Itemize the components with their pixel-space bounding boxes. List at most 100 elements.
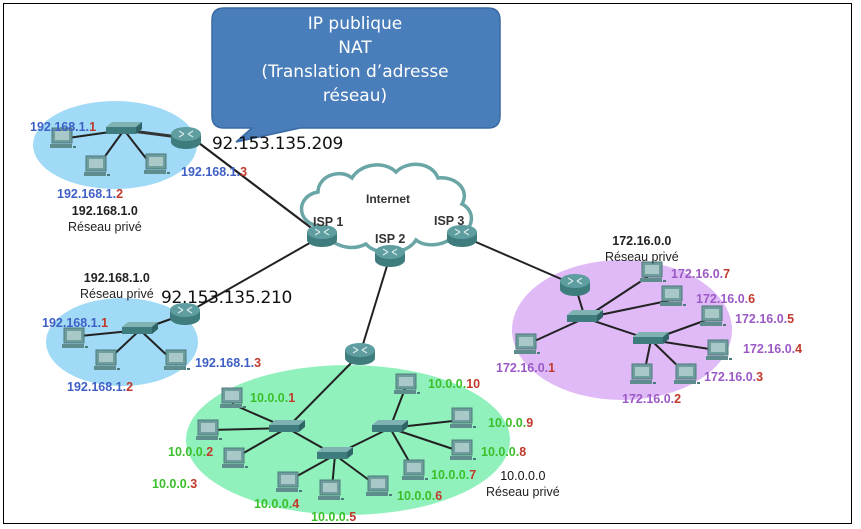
isp-label: ISP 3 xyxy=(434,214,465,228)
host-ip-label: 10.0.0.9 xyxy=(488,416,534,430)
computer-icon xyxy=(222,447,248,468)
pc-mouse xyxy=(473,458,476,460)
host-ip-label: 10.0.0.2 xyxy=(168,445,214,459)
switch-body xyxy=(122,327,152,334)
pc-mouse xyxy=(473,426,476,428)
host-ip-label: 10.0.0.10 xyxy=(428,377,481,391)
switch-top xyxy=(567,310,603,315)
router-top xyxy=(171,127,201,141)
callout-line: (Translation d’adresse xyxy=(261,62,449,82)
computer-icon xyxy=(450,439,476,460)
computer-icon xyxy=(220,387,246,408)
router-arrows xyxy=(178,130,194,138)
pc-base xyxy=(84,172,106,176)
network-type: Réseau privé xyxy=(80,287,154,301)
router-top xyxy=(307,225,337,239)
switch-side xyxy=(597,310,603,322)
switch-body xyxy=(269,425,299,432)
network-address: 192.168.1.0 xyxy=(83,271,150,285)
computer-icon xyxy=(164,349,190,370)
pc-mouse xyxy=(117,368,120,370)
pc-base xyxy=(50,144,72,148)
pc-base xyxy=(450,456,472,460)
router-icon xyxy=(560,274,590,296)
pc-base xyxy=(402,476,424,480)
router-arrows xyxy=(567,277,583,285)
switch-top xyxy=(269,420,305,425)
switch-icon xyxy=(372,420,408,432)
switch-top xyxy=(122,322,158,327)
router-icon xyxy=(170,303,200,325)
pc-base xyxy=(394,390,416,394)
isp-label: ISP 1 xyxy=(313,215,344,229)
switch-icon xyxy=(269,420,305,432)
switch-top xyxy=(106,122,142,127)
switch-body xyxy=(633,337,663,344)
network-zone xyxy=(186,365,510,515)
router-icon xyxy=(447,225,477,247)
pc-mouse xyxy=(167,172,170,174)
pc-mouse xyxy=(653,382,656,384)
pc-screen xyxy=(227,451,241,460)
pc-screen xyxy=(665,289,679,298)
switch-side xyxy=(152,322,158,334)
host-ip-label: 192.168.1.3 xyxy=(181,165,248,179)
switch-icon xyxy=(106,122,142,134)
pc-mouse xyxy=(341,498,344,500)
pc-base xyxy=(94,366,116,370)
pc-screen xyxy=(455,443,469,452)
computer-icon xyxy=(144,153,170,174)
network-label: 172.16.0.0 Réseau privé xyxy=(605,233,679,265)
computer-icon xyxy=(450,407,476,428)
pc-mouse xyxy=(219,438,222,440)
pc-base xyxy=(62,344,84,348)
callout-line: IP publique xyxy=(307,14,403,34)
callout-line: NAT xyxy=(338,38,372,58)
pc-screen xyxy=(407,463,421,472)
pc-screen xyxy=(679,367,693,376)
router-arrows xyxy=(382,248,398,256)
switch-body xyxy=(106,127,136,134)
router-arrows xyxy=(454,228,470,236)
pc-base xyxy=(514,350,536,354)
host-ip-label: 10.0.0.7 xyxy=(431,468,477,482)
public-ip-label: 92.153.135.210 xyxy=(161,288,292,308)
computer-icon xyxy=(62,327,88,348)
switch-top xyxy=(372,420,408,425)
host-ip-label: 172.16.0.7 xyxy=(671,267,731,281)
host-ip-label: 192.168.1.2 xyxy=(57,187,124,201)
pc-mouse xyxy=(729,358,732,360)
router-top xyxy=(447,225,477,239)
computer-icon xyxy=(196,419,222,440)
switch-side xyxy=(136,122,142,134)
pc-mouse xyxy=(537,352,540,354)
pc-base xyxy=(164,366,186,370)
pc-screen xyxy=(371,479,385,488)
network-label: 192.168.1.0 Réseau privé xyxy=(68,203,142,235)
host-ip-label: 192.168.1.3 xyxy=(195,356,262,370)
router-arrows xyxy=(177,306,193,314)
router-arrows xyxy=(314,228,330,236)
switch-side xyxy=(299,420,305,432)
router-icon xyxy=(171,127,201,149)
host-ip-label: 10.0.0.1 xyxy=(250,391,296,405)
network-type: Réseau privé xyxy=(486,485,560,499)
router-arrows xyxy=(352,346,368,354)
internet-label: Internet xyxy=(366,192,411,206)
switch-icon xyxy=(122,322,158,334)
pc-screen xyxy=(705,309,719,318)
computer-icon xyxy=(674,363,700,384)
router-icon xyxy=(307,225,337,247)
host-ip-label: 172.16.0.4 xyxy=(743,342,803,356)
pc-mouse xyxy=(243,406,246,408)
pc-screen xyxy=(519,337,533,346)
router-top xyxy=(345,343,375,357)
router-top xyxy=(560,274,590,288)
computer-icon xyxy=(700,305,726,326)
pc-base xyxy=(706,356,728,360)
host-ip-label: 192.168.1.1 xyxy=(30,120,97,134)
host-ip-label: 10.0.0.3 xyxy=(152,477,198,491)
router-top xyxy=(170,303,200,317)
host-ip-label: 10.0.0.4 xyxy=(254,497,300,511)
network-zone xyxy=(46,298,198,386)
